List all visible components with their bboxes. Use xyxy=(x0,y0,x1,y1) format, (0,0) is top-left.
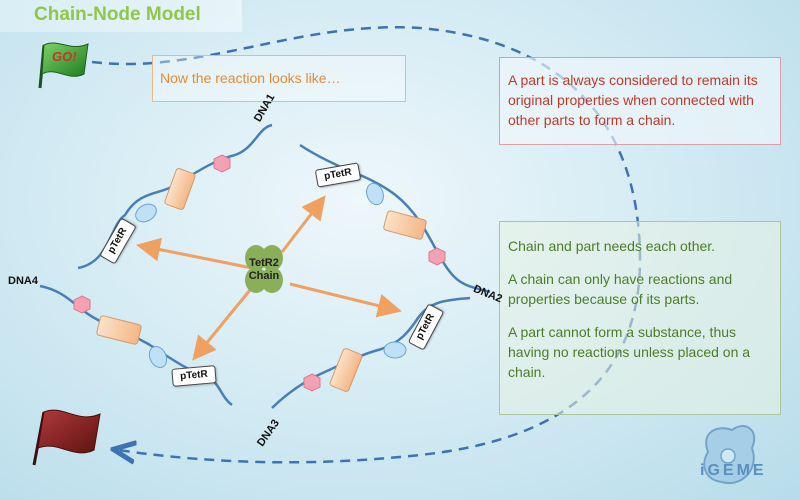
property-note-text: A part is always considered to remain it… xyxy=(508,72,758,128)
arrow-to-dna3 xyxy=(289,282,402,318)
igem-logo-icon xyxy=(703,425,756,485)
dna4-chain xyxy=(39,284,233,407)
title-bar: Chain-Node Model xyxy=(0,0,242,32)
tetr2-node-line2: Chain xyxy=(248,270,280,282)
arrow-to-dna1 xyxy=(136,237,253,270)
reaction-note: Now the reaction looks like… xyxy=(152,55,406,102)
page-title: Chain-Node Model xyxy=(34,4,201,25)
chain-part-note-line: A chain can only have reactions and prop… xyxy=(508,271,733,307)
tetr2-node xyxy=(245,245,283,293)
arrow-to-dna2 xyxy=(280,195,326,253)
end-flag-icon xyxy=(32,409,101,466)
chain-part-note-line: Chain and part needs each other. xyxy=(508,238,716,254)
reaction-note-text: Now the reaction looks like… xyxy=(160,70,341,86)
arrow-to-dna4 xyxy=(192,289,252,361)
igem-logo-text: iGEME xyxy=(700,462,767,479)
chain-part-note-line: A part cannot form a substance, thus hav… xyxy=(508,324,751,380)
dna4-label: DNA4 xyxy=(8,275,38,287)
ptetr-tag-dna4: pTetR xyxy=(171,365,217,387)
chain-part-note: Chain and part needs each other. A chain… xyxy=(499,221,781,415)
go-flag-label: GO! xyxy=(52,49,77,64)
go-flag-icon xyxy=(38,42,89,89)
property-note: A part is always considered to remain it… xyxy=(499,57,781,145)
tetr2-node-line1: TetR2 xyxy=(249,257,279,269)
tetr2-node-label: TetR2 Chain xyxy=(244,257,284,283)
